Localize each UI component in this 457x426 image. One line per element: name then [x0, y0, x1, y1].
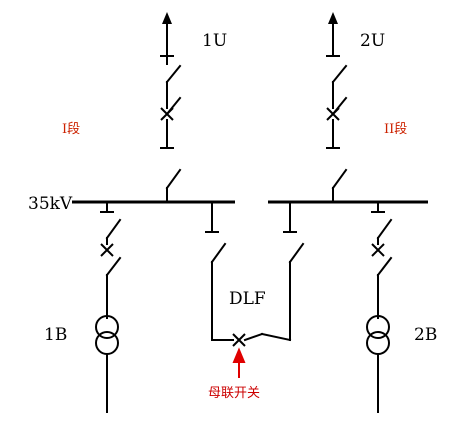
transformer-1b-label: 1B	[44, 325, 67, 345]
tie-note-arrow-head	[232, 347, 246, 363]
transformer-1b-primary-coil	[95, 315, 119, 339]
tie-breaker-blade	[243, 332, 264, 342]
section-ii-label: II段	[384, 122, 407, 137]
bus-voltage-label: 35kV	[28, 194, 73, 214]
transformer-1b-secondary-coil	[95, 331, 119, 355]
feeder-2u-arrow-head	[328, 12, 338, 24]
bay-2b-isolator-blade	[376, 218, 393, 240]
bay-1b-isolator-blade	[105, 218, 122, 240]
feeder-2u-lower-isolator-blade	[331, 168, 348, 190]
tie-breaker-label: DLF	[229, 289, 266, 309]
tie-breaker-x	[232, 333, 246, 347]
feeder-1u-breaker-blade	[165, 96, 182, 116]
feeder-2u-breaker-blade	[331, 96, 348, 116]
feeder-1u: 1U	[160, 12, 227, 203]
feeder-1u-lower-isolator-blade	[165, 168, 182, 190]
feeder-2u-label: 2U	[360, 31, 385, 51]
bay-1b-breaker-blade	[105, 256, 122, 277]
bay-1b-breaker-x	[100, 243, 114, 257]
transformer-2b-label: 2B	[414, 325, 437, 345]
bay-2b-breaker-x	[371, 243, 385, 257]
bay-2b: 2B	[366, 201, 437, 413]
bus-tie: DLF 母联开关	[205, 201, 305, 401]
feeder-2u-upper-isolator-blade	[331, 64, 348, 84]
section-i-label: I段	[62, 122, 80, 137]
tie-left-isolator-blade	[210, 242, 227, 264]
bay-1b: 1B	[44, 201, 122, 413]
feeder-2u: 2U	[326, 12, 385, 203]
feeder-1u-upper-isolator-blade	[165, 64, 182, 84]
tie-note-label: 母联开关	[208, 386, 260, 401]
feeder-1u-label: 1U	[202, 31, 227, 51]
transformer-2b-secondary-coil	[366, 331, 390, 355]
bay-2b-breaker-blade	[376, 256, 393, 277]
tie-bottom-right	[260, 332, 292, 342]
transformer-2b-primary-coil	[366, 315, 390, 339]
feeder-1u-arrow-head	[162, 12, 172, 24]
tie-right-isolator-blade	[288, 242, 305, 264]
